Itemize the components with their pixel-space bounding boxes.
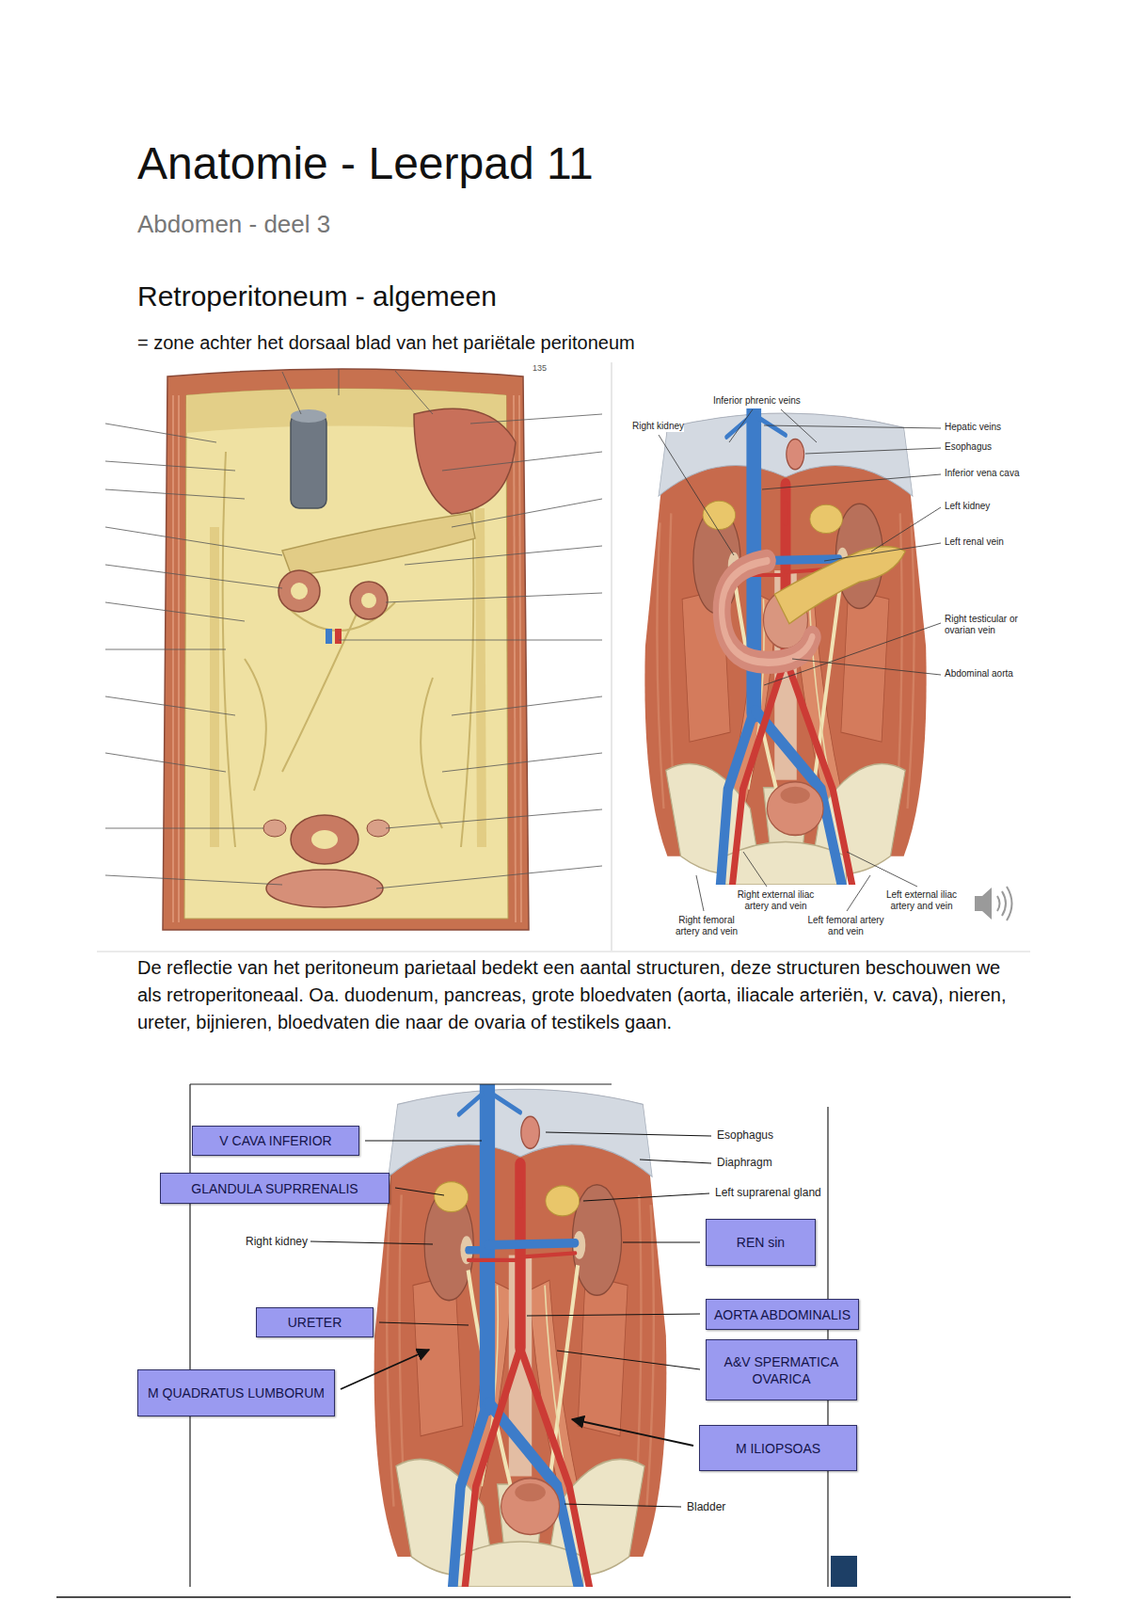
anatomy-label: Esophagus (716, 1128, 774, 1142)
label-box: M QUADRATUS LUMBORUM (137, 1368, 335, 1416)
anatomy-label: Right kidney (632, 420, 684, 432)
definition-text: = zone achter het dorsaal blad van het p… (137, 330, 636, 355)
box-text: AORTA ABDOMINALIS (714, 1305, 851, 1323)
anatomy-label: Abdominal aorta (944, 667, 1014, 680)
box-text: M QUADRATUS LUMBORUM (147, 1383, 325, 1401)
anatomy-label: Esophagus (944, 441, 992, 453)
page-title: Anatomie - Leerpad 11 (137, 137, 594, 191)
anatomy-label: Left kidney (944, 500, 990, 512)
label-box: V CAVA INFERIOR (191, 1125, 360, 1156)
label-box: URETER (255, 1306, 374, 1337)
box-text: REN sin (736, 1233, 785, 1251)
anatomy-label: Left femoral artery and vein (807, 914, 885, 938)
anatomy-label: Right testicular or ovarian vein (944, 613, 1034, 637)
anatomy-label: Left external iliac artery and vein (876, 889, 967, 912)
box-text: M ILIOPSOAS (735, 1439, 821, 1457)
anatomy-label: Left suprarenal gland (715, 1185, 822, 1199)
anatomy-label: Inferior vena cava (944, 467, 1020, 479)
divider (611, 362, 613, 951)
anatomy-label: Left renal vein (944, 536, 1004, 548)
label-box: A&V SPERMATICA OVARICA (705, 1338, 858, 1400)
anatomy-label: Right kidney (245, 1234, 308, 1248)
label-box: AORTA ABDOMINALIS (705, 1298, 859, 1330)
subtitle: Abdomen - deel 3 (137, 208, 331, 239)
abdominal-cavity-illustration (105, 368, 603, 930)
section-heading: Retroperitoneum - algemeen (137, 279, 497, 314)
box-text: V CAVA INFERIOR (219, 1131, 332, 1149)
anatomy-label: Inferior phrenic veins (713, 395, 801, 407)
anatomy-label: Diaphragm (716, 1155, 773, 1169)
label-box: REN sin (705, 1218, 816, 1266)
page-rule (56, 1595, 1071, 1598)
label-box: M ILIOPSOAS (699, 1424, 858, 1471)
page-number: 135 (532, 363, 547, 374)
anatomy-label: Bladder (686, 1499, 726, 1513)
anatomy-label: Right external iliac artery and vein (731, 889, 821, 912)
labelled-retroperitoneum-illustration (190, 1083, 858, 1587)
body-paragraph: De reflectie van het peritoneum parietaa… (137, 954, 1013, 1036)
speaker-icon (974, 886, 1013, 921)
divider (96, 951, 1031, 953)
box-text: A&V SPERMATICA OVARICA (714, 1352, 849, 1387)
anatomy-label: Right femoral artery and vein (667, 914, 746, 938)
box-text: URETER (287, 1313, 343, 1331)
retroperitoneal-organs-illustration (644, 408, 941, 911)
label-box: GLANDULA SUPRRENALIS (159, 1172, 390, 1204)
anatomy-label: Hepatic veins (944, 421, 1002, 433)
box-text: GLANDULA SUPRRENALIS (190, 1179, 358, 1197)
